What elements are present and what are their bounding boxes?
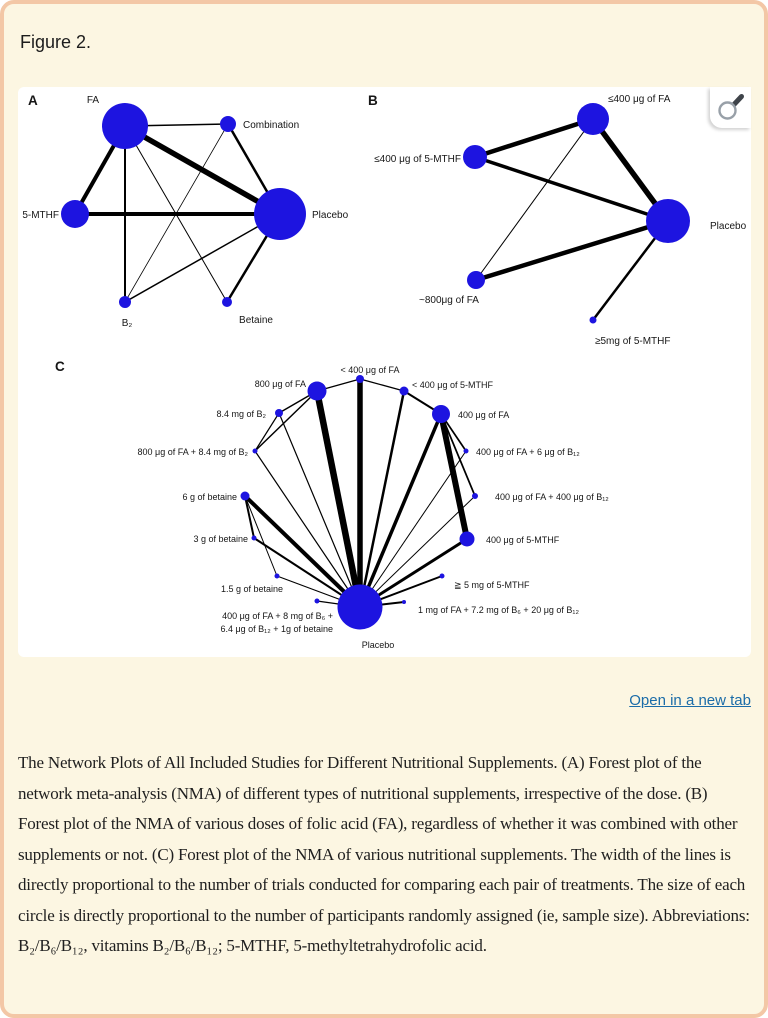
node-b400fa	[577, 103, 609, 135]
node-bplac	[646, 199, 690, 243]
edge-c84b2-c800fa84	[254, 412, 280, 452]
node-c6b12	[463, 448, 469, 454]
node-label-bplac: Placebo	[710, 221, 747, 232]
edge-c6g-c15g	[244, 495, 278, 577]
node-c800fa84	[252, 448, 258, 454]
node-label-c400mthf: 400 μg of 5-MTHF	[486, 535, 560, 545]
node-c15g	[274, 573, 280, 579]
panel-letter-A: A	[28, 93, 38, 108]
edge-fa-plac	[123, 123, 282, 217]
edge-b2-plac	[124, 213, 281, 303]
node-c800fa	[307, 381, 327, 401]
edge-b800fa-bplac	[475, 218, 669, 283]
figure-title: Figure 2.	[20, 32, 92, 52]
node-label-bge5: ≥5mg of 5-MTHF	[595, 336, 671, 347]
magnifier-button[interactable]	[710, 87, 751, 128]
node-label-b400fa: ≤400 μg of FA	[608, 94, 671, 105]
edge-b400fa-b800fa	[475, 118, 594, 281]
node-mthf	[61, 200, 89, 228]
node-c400fat	[356, 375, 364, 383]
node-c1mg	[402, 600, 406, 604]
node-label-c400fa: 400 μg of FA	[458, 410, 509, 420]
edge-c800fa-c800fa84	[254, 390, 318, 452]
edge-c6b12-cplac	[359, 450, 467, 608]
node-plac	[254, 188, 306, 240]
edge-c400b12-cplac	[359, 495, 476, 608]
edge-b400mthf-bplac	[474, 155, 669, 223]
edge-c6g-cplac	[243, 494, 362, 609]
node-label-comb: Combination	[243, 120, 299, 131]
node-b2	[119, 296, 131, 308]
node-label-b400mthf: ≤400 μg of 5-MTHF	[374, 154, 461, 165]
edge-c6g-c3g	[244, 495, 255, 539]
node-label-mthf: 5-MTHF	[22, 210, 59, 221]
node-c6g	[240, 491, 250, 501]
node-c3g	[251, 535, 257, 541]
node-label-b800fa: ~800μg of FA	[419, 295, 479, 306]
node-c400mthf	[459, 531, 475, 547]
edge-c400fat-c400mt	[359, 378, 405, 392]
node-label-cge5: ≧ 5 mg of 5-MTHF	[454, 580, 530, 590]
node-label-plac: Placebo	[312, 210, 349, 221]
node-bge5	[589, 316, 597, 324]
node-ccombo4	[314, 598, 320, 604]
panel-C: C 800 μg of FA < 400 μg of FA < 400 μg of 5…	[55, 359, 609, 650]
edge-comb-b2	[124, 123, 229, 303]
node-cge5	[439, 573, 445, 579]
node-label-bet: Betaine	[239, 315, 273, 326]
edge-c800fa-cplac	[313, 390, 364, 608]
node-bet	[222, 297, 232, 307]
node-label-c6g: 6 g of betaine	[182, 492, 237, 502]
node-label-c800fa84: 800 μg of FA + 8.4 mg of B₂	[138, 447, 249, 457]
magnifying-glass-icon	[718, 94, 744, 120]
node-label-b2: B₂	[122, 318, 133, 329]
panel-letter-C: C	[55, 359, 65, 374]
edge-c400mt-cplac	[358, 390, 406, 608]
figure-caption: The Network Plots of All Included Studie…	[18, 753, 750, 955]
edge-c400fa-c400b12	[440, 413, 476, 497]
node-label-c6b12: 400 μg of FA + 6 μg of B₁₂	[476, 447, 580, 457]
node-c400b12	[472, 493, 478, 499]
node-label-c400mt: < 400 μg of 5-MTHF	[412, 380, 493, 390]
edge-c400fa-c400mthf	[438, 413, 470, 540]
node-comb	[220, 116, 236, 132]
node-c400fa	[432, 405, 450, 423]
node-label-ccombo4: 6.4 μg of B₁₂ + 1g of betaine	[220, 624, 333, 634]
node-label-c400b12: 400 μg of FA + 400 μg of B₁₂	[495, 492, 609, 502]
edge-b400fa-b400mthf	[474, 116, 594, 160]
node-c400mt	[399, 386, 409, 396]
node-label-c1mg: 1 mg of FA + 7.2 mg of B₆ + 20 μg of B₁₂	[418, 605, 579, 615]
panel-letter-B: B	[368, 93, 378, 108]
edge-c800fa84-cplac	[254, 450, 361, 608]
node-c84b2	[275, 409, 283, 417]
panel-B: B ≤400 μg of FA ≤400 μg of 5-MTHF Placebo ~8…	[368, 93, 747, 347]
node-b800fa	[467, 271, 485, 289]
node-label-fa: FA	[87, 95, 100, 106]
node-label-c15g: 1.5 g of betaine	[221, 584, 283, 594]
edge-c84b2-cplac	[278, 412, 361, 608]
node-label-c84b2: 8.4 mg of B₂	[216, 409, 266, 419]
node-fa	[102, 103, 148, 149]
node-cplac	[337, 584, 383, 630]
edge-c400fa-cplac	[358, 413, 443, 608]
node-b400mthf	[463, 145, 487, 169]
open-in-new-tab-link[interactable]: Open in a new tab	[629, 692, 751, 709]
node-label-ccombo4: 400 μg of FA + 8 mg of B₆ +	[222, 611, 333, 621]
node-label-c800fa: 800 μg of FA	[255, 379, 306, 389]
node-label-c400fat: < 400 μg of FA	[341, 365, 400, 375]
node-label-c3g: 3 g of betaine	[193, 534, 248, 544]
node-label-cplac: Placebo	[362, 640, 395, 650]
